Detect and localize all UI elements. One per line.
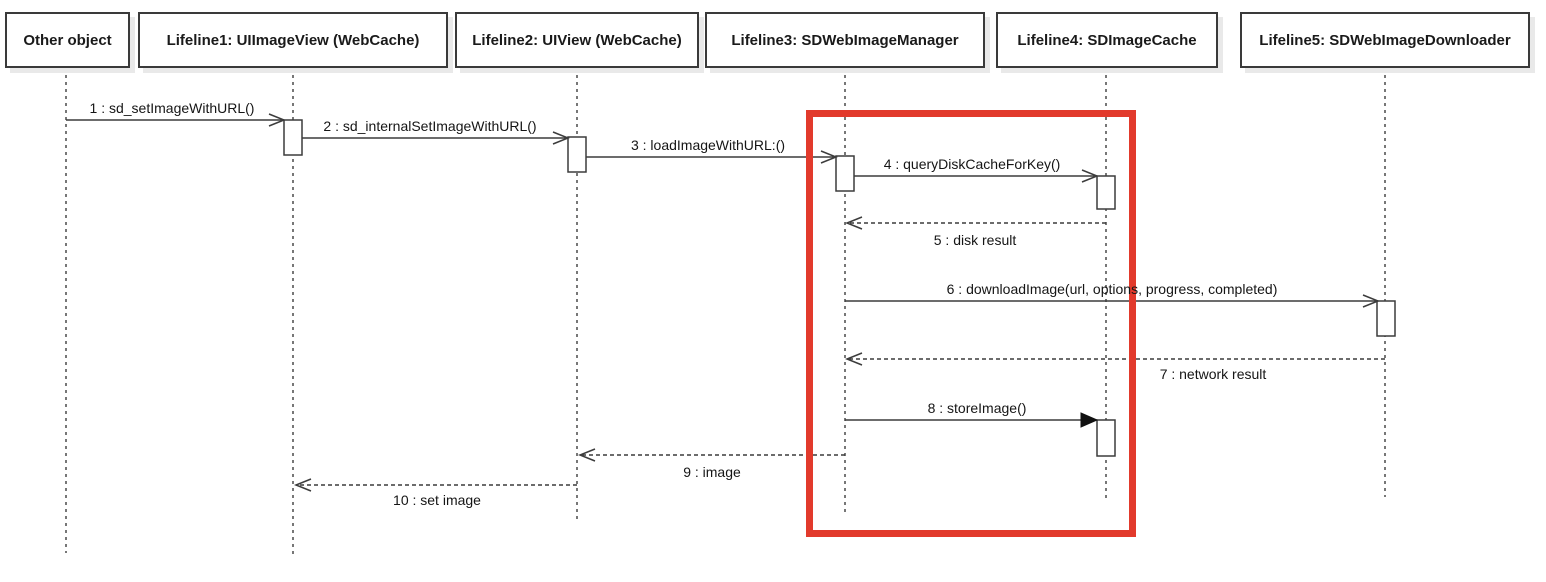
message-label-6: 6 : downloadImage(url, options, progress… [946,281,1278,297]
actor-label: Lifeline5: SDWebImageDownloader [1259,31,1511,49]
activation-lifeline4-store [1096,419,1116,457]
message-6-arrowhead [1362,294,1381,308]
message-4-arrowhead [1081,169,1100,183]
message-10-arrowhead [293,478,312,492]
actor-box-other-object: Other object [5,12,130,68]
actor-box-lifeline1-uiimageview: Lifeline1: UIImageView (WebCache) [138,12,448,68]
actor-box-lifeline3-manager: Lifeline3: SDWebImageManager [705,12,985,68]
actor-box-lifeline5-downloader: Lifeline5: SDWebImageDownloader [1240,12,1530,68]
actor-label: Lifeline4: SDImageCache [1017,31,1197,49]
actor-box-lifeline4-imagecache: Lifeline4: SDImageCache [996,12,1218,68]
message-1-arrowhead [268,113,287,127]
message-label-7: 7 : network result [1159,366,1267,382]
message-label-5: 5 : disk result [933,232,1017,248]
message-label-2: 2 : sd_internalSetImageWithURL() [323,118,537,134]
activation-lifeline1 [283,119,303,156]
message-3-arrowhead [820,150,839,164]
message-label-9: 9 : image [683,464,741,480]
message-label-4: 4 : queryDiskCacheForKey() [883,156,1061,172]
actor-label: Lifeline1: UIImageView (WebCache) [166,31,420,49]
message-label-10: 10 : set image [393,492,481,508]
message-label-3: 3 : loadImageWithURL:() [630,137,786,153]
message-5-arrowhead [844,216,863,230]
actor-label: Lifeline2: UIView (WebCache) [472,31,682,49]
message-7-arrowhead [844,352,863,366]
message-9-arrowhead [577,448,596,462]
message-label-8: 8 : storeImage() [927,400,1027,416]
message-2-arrowhead [552,131,571,145]
activation-lifeline3 [835,155,855,192]
message-8-arrowhead [1080,412,1099,428]
message-label-1: 1 : sd_setImageWithURL() [89,100,255,116]
activation-lifeline2 [567,136,587,173]
actor-label: Lifeline3: SDWebImageManager [731,31,959,49]
actor-box-lifeline2-uiview: Lifeline2: UIView (WebCache) [455,12,699,68]
activation-lifeline5-download [1376,300,1396,337]
activation-lifeline4-query [1096,175,1116,210]
actor-label: Other object [23,31,112,49]
